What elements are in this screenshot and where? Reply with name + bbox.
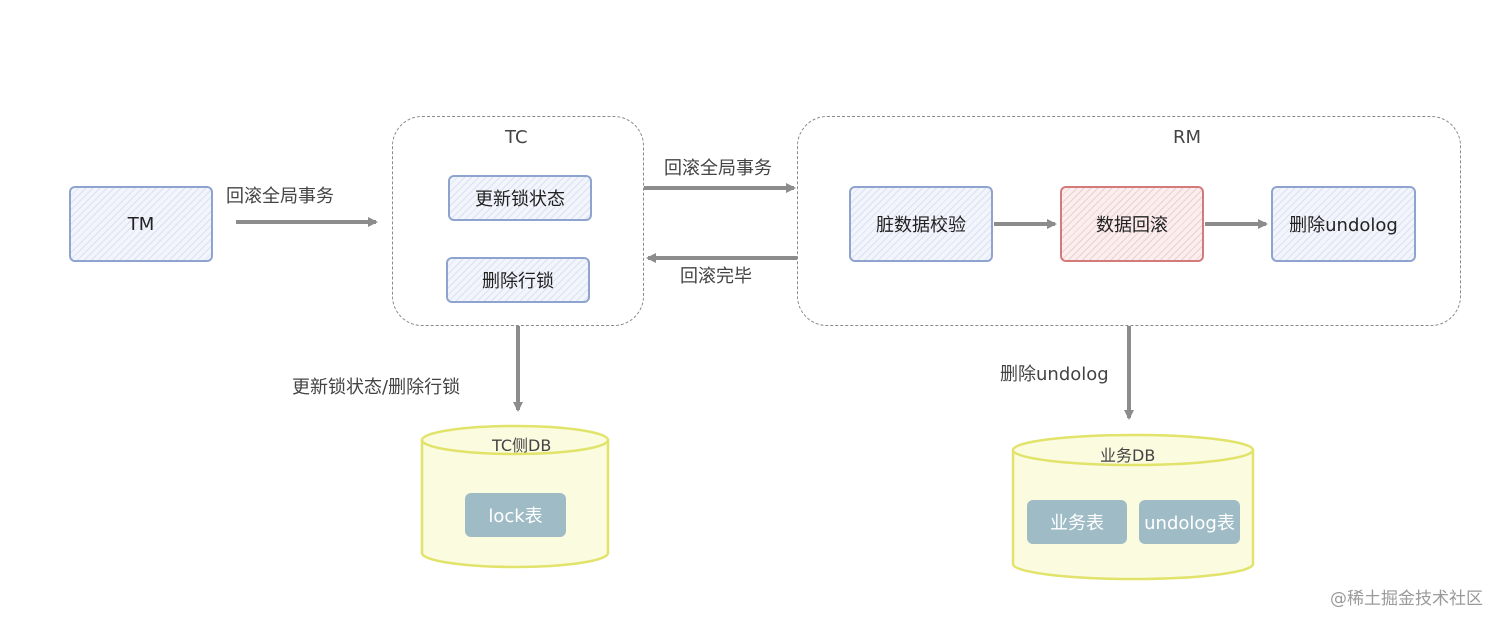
edge-label-tc-to-db: 更新锁状态/删除行锁 bbox=[292, 377, 461, 398]
edge-label-rm-to-tc: 回滚完毕 bbox=[680, 266, 752, 287]
rm-delete-undolog-label: 删除undolog bbox=[1289, 215, 1398, 236]
undolog-table: undolog表 bbox=[1139, 500, 1240, 544]
tc-update-lock-label: 更新锁状态 bbox=[475, 189, 565, 210]
lock-table: lock表 bbox=[465, 493, 566, 537]
rm-delete-undolog-box: 删除undolog bbox=[1271, 186, 1416, 262]
lock-table-label: lock表 bbox=[488, 506, 543, 527]
tc-group bbox=[392, 116, 644, 326]
tm-box: TM bbox=[69, 186, 213, 262]
undolog-table-label: undolog表 bbox=[1144, 513, 1235, 534]
rm-rollback-box: 数据回滚 bbox=[1060, 186, 1204, 262]
tc-update-lock-box: 更新锁状态 bbox=[448, 175, 592, 221]
edge-label-tc-to-rm: 回滚全局事务 bbox=[664, 158, 772, 179]
rm-group bbox=[797, 116, 1461, 326]
rm-title: RM bbox=[1173, 127, 1202, 148]
biz-table: 业务表 bbox=[1027, 500, 1127, 544]
rm-rollback-label: 数据回滚 bbox=[1096, 215, 1168, 236]
tc-db-title: TC侧DB bbox=[492, 436, 552, 455]
tc-title: TC bbox=[505, 127, 528, 148]
rm-dirty-check-box: 脏数据校验 bbox=[849, 186, 993, 262]
watermark: @稀土掘金技术社区 bbox=[1330, 589, 1483, 609]
edge-label-rm-to-db: 删除undolog bbox=[1000, 364, 1109, 385]
rm-dirty-check-label: 脏数据校验 bbox=[876, 215, 966, 236]
tc-delete-row-lock-box: 删除行锁 bbox=[446, 257, 590, 303]
tm-label: TM bbox=[127, 213, 155, 235]
tc-delete-row-lock-label: 删除行锁 bbox=[482, 271, 554, 292]
biz-table-label: 业务表 bbox=[1050, 513, 1104, 534]
biz-db-title: 业务DB bbox=[1100, 446, 1156, 465]
edge-label-tm-to-tc: 回滚全局事务 bbox=[226, 186, 334, 207]
biz-db-cylinder bbox=[1011, 433, 1255, 581]
